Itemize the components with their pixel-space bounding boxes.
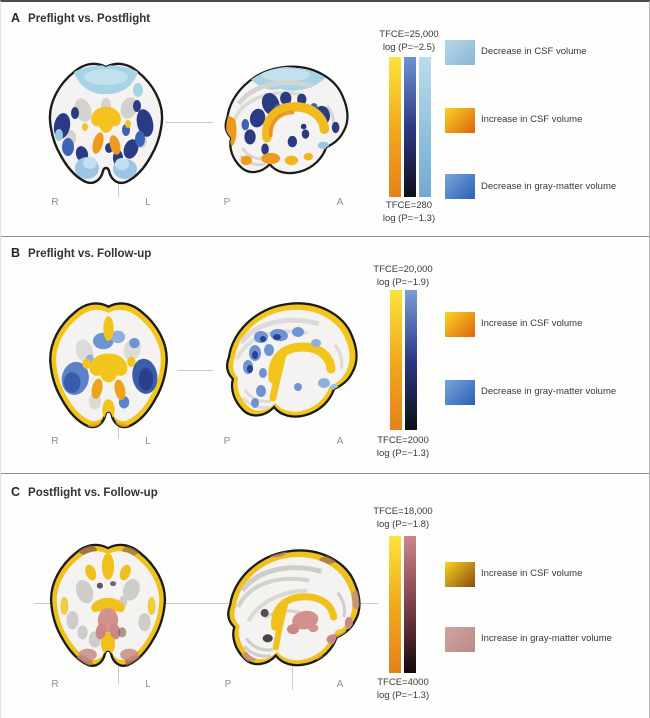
colorbar-min-logp: log (P=−1.3): [376, 690, 430, 701]
colorbar-max-logp: log (P=−2.5): [382, 42, 436, 53]
orientation-label-anterior: A: [336, 197, 344, 208]
colorbar-max-tfce: TFCE=20,000: [373, 264, 433, 275]
colorbar-increase-gray-matter: [404, 536, 416, 673]
orientation-label-left: L: [145, 679, 151, 690]
colorbar-min-label: TFCE=280 log (P=−1.3): [349, 199, 469, 225]
colorbar-min-tfce: TFCE=4000: [377, 677, 429, 688]
crosshair-line: [34, 603, 378, 604]
legend-label: Decrease in gray-matter volume: [481, 181, 617, 192]
panel-c-title: Postflight vs. Follow-up: [28, 487, 158, 499]
colorbar-min-label: TFCE=2000 log (P=−1.3): [343, 434, 463, 460]
orientation-label-right: R: [51, 197, 59, 208]
colorbar-max-logp: log (P=−1.9): [376, 277, 430, 288]
orientation-label-anterior: A: [336, 679, 344, 690]
colorbar-max-label: TFCE=25,000 log (P=−2.5): [349, 28, 469, 54]
colorbar-group: [389, 57, 431, 197]
panel-b: B Preflight vs. Follow-up: [1, 236, 649, 473]
legend-swatch-increase-csf: [445, 312, 475, 337]
crosshair-line: [165, 122, 213, 123]
crosshair-line: [177, 370, 213, 371]
orientation-label-left: L: [145, 197, 151, 208]
colorbar-max-tfce: TFCE=18,000: [373, 506, 433, 517]
colorbar-min-logp: log (P=−1.3): [382, 213, 436, 224]
panel-b-sagittal-brain-image: [203, 295, 371, 440]
panel-a-coronal-brain-image: [41, 60, 171, 192]
colorbar-group: [390, 290, 417, 430]
legend-label: Increase in CSF volume: [481, 568, 583, 579]
colorbar-decrease-gray-matter: [404, 57, 416, 197]
colorbar-min-logp: log (P=−1.3): [376, 448, 430, 459]
legend-label: Increase in CSF volume: [481, 114, 583, 125]
panel-a-title-row: A Preflight vs. Postflight: [11, 9, 150, 27]
panel-b-letter: B: [11, 246, 21, 260]
colorbar-decrease-gray-matter: [405, 290, 417, 430]
orientation-label-right: R: [51, 436, 59, 447]
panel-a-sagittal-brain-image: [203, 56, 361, 198]
colorbar-max-label: TFCE=20,000 log (P=−1.9): [343, 263, 463, 289]
colorbar-increase-csf: [389, 536, 401, 673]
panel-c-letter: C: [11, 485, 21, 499]
panel-b-title-row: B Preflight vs. Follow-up: [11, 244, 151, 262]
legend-label: Decrease in gray-matter volume: [481, 386, 617, 397]
crosshair-line: [118, 423, 119, 439]
colorbar-min-tfce: TFCE=280: [385, 200, 433, 211]
colorbar-decrease-csf: [419, 57, 431, 197]
orientation-label-left: L: [145, 436, 151, 447]
colorbar-max-tfce: TFCE=25,000: [379, 29, 439, 40]
orientation-label-right: R: [51, 679, 59, 690]
panel-a-letter: A: [11, 11, 21, 25]
crosshair-line: [118, 179, 119, 197]
legend-label: Increase in CSF volume: [481, 318, 583, 329]
panel-b-coronal-brain-image: [41, 298, 176, 438]
orientation-label-posterior: P: [223, 197, 231, 208]
panel-b-title: Preflight vs. Follow-up: [28, 248, 152, 260]
legend-label: Decrease in CSF volume: [481, 46, 587, 57]
legend-swatch-decrease-gray-matter: [445, 174, 475, 199]
colorbar-max-logp: log (P=−1.8): [376, 519, 430, 530]
colorbar-increase-csf: [390, 290, 402, 430]
colorbar-group: [389, 536, 416, 673]
colorbar-increase-csf: [389, 57, 401, 197]
legend-label: Increase in gray-matter volume: [481, 633, 612, 644]
legend-swatch-increase-gray-matter: [445, 627, 475, 652]
legend-swatch-decrease-gray-matter: [445, 380, 475, 405]
legend-swatch-increase-csf: [445, 562, 475, 587]
panel-a-title: Preflight vs. Postflight: [28, 13, 151, 25]
panel-c-coronal-brain-image: [42, 539, 174, 677]
colorbar-min-tfce: TFCE=2000: [377, 435, 429, 446]
orientation-label-posterior: P: [224, 679, 232, 690]
legend-swatch-increase-csf: [445, 108, 475, 133]
colorbar-max-label: TFCE=18,000 log (P=−1.8): [343, 505, 463, 531]
colorbar-min-label: TFCE=4000 log (P=−1.3): [343, 676, 463, 702]
panel-c: C Postflight vs. Follow-up: [1, 473, 649, 718]
legend-swatch-decrease-csf: [445, 40, 475, 65]
panel-c-title-row: C Postflight vs. Follow-up: [11, 483, 158, 501]
panel-c-sagittal-brain-image: [203, 542, 375, 689]
orientation-label-anterior: A: [336, 436, 344, 447]
panel-a: A Preflight vs. Postflight: [1, 2, 649, 236]
orientation-label-posterior: P: [223, 436, 231, 447]
